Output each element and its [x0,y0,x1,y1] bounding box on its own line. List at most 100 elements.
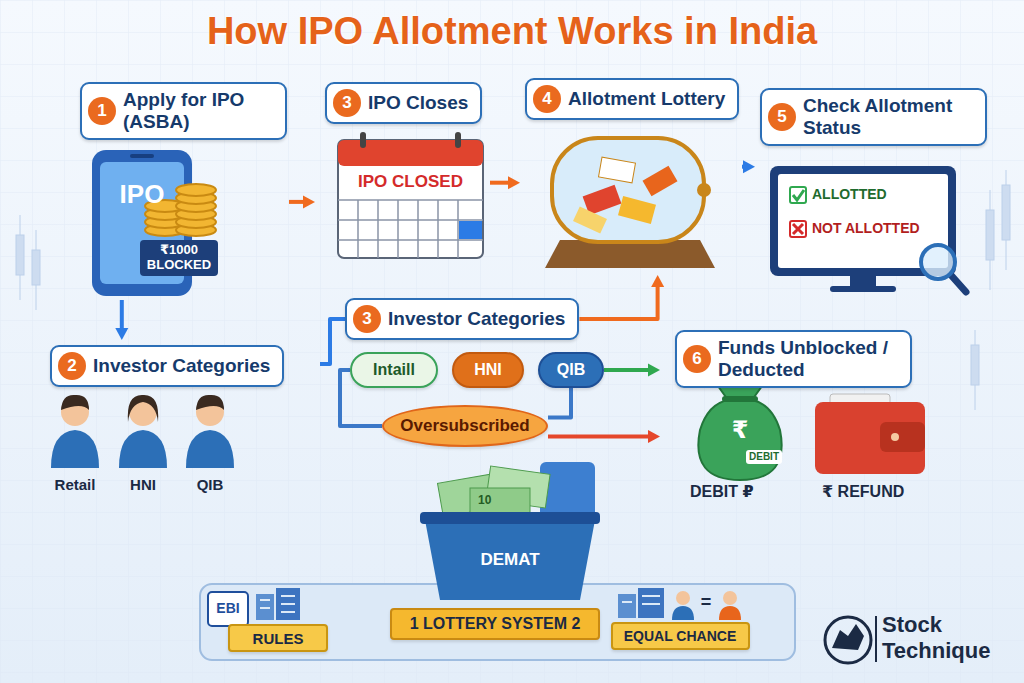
investor-people [186,430,234,468]
monitor [950,274,966,292]
diagram-label: Technique [882,638,990,663]
arrowhead [303,195,315,208]
diagram-label: ₹ REFUND [822,483,904,501]
step-header: 6Funds Unblocked / Deducted [675,330,912,388]
diagram-label: ₹1000 BLOCKED [140,240,218,276]
arrowhead [115,328,128,340]
connector-line [548,435,650,439]
connector [548,388,571,418]
calendar [455,132,461,148]
step-title: Check Allotment Status [803,95,973,139]
candlesticks [986,210,994,260]
info-panel [676,591,690,605]
diagram-label: NOT ALLOTTED [812,220,920,236]
lottery-drum [552,138,704,242]
arrowhead [743,160,755,173]
connector [604,364,660,377]
diagram-label: ₹ [728,416,752,444]
money-bag [698,386,781,480]
connector [579,275,664,319]
step-title: Allotment Lottery [568,88,725,110]
demat-basket [420,512,600,524]
diagram-label: DEBIT ₽ [690,483,754,501]
investor-people [51,395,234,468]
info-panel [618,594,636,618]
connector [742,160,755,173]
shape-text: RULES [253,630,304,647]
diagram-label: DEMAT [460,550,560,570]
brand-logo [825,616,876,663]
category-pill: EQUAL CHANCE [611,622,750,650]
wallet [880,422,925,452]
candlesticks [971,345,979,385]
diagram-label: EBI [210,600,246,616]
info-panel [672,606,694,620]
diagram-label: Retail [45,476,105,493]
diagram-label: IPO CLOSED [340,172,481,192]
shape-text: EQUAL CHANCE [624,628,737,644]
monitor [921,245,955,279]
investor-people [128,395,158,422]
category-header: 3 Investor Categories [345,298,579,340]
shape-text: QIB [557,361,585,379]
arrowhead [648,364,660,377]
info-panel [208,592,248,626]
step-title: IPO Closes [368,92,468,114]
diagram-label: = [698,592,714,613]
category-pill: HNI [452,352,524,388]
lottery-drum [643,166,678,197]
wallet [891,433,899,441]
step-number: 3 [353,305,381,333]
step-header: 3 IPO Closes [325,82,482,124]
info-panel [719,606,741,620]
candlesticks [32,250,40,285]
monitor [793,224,803,234]
category-pill: Intaill [350,352,438,388]
connector-line [579,285,657,319]
diagram-title: How IPO Allotment Works in India [0,10,1024,53]
step-title: Funds Unblocked / Deducted [718,337,898,381]
shape-text: HNI [474,361,502,379]
monitor [770,166,966,292]
shape-text: 1 LOTTERY SYSTEM 2 [410,615,581,633]
step-number: 1 [88,97,116,125]
step-number: 2 [58,352,86,380]
category-pill: 1 LOTTERY SYSTEM 2 [390,608,600,640]
diagram-label: DEBIT [746,450,782,464]
money-bag [698,386,781,480]
monitor [790,221,806,237]
coins [176,184,216,196]
diagram-label: Stock [882,612,942,637]
lottery-drum [573,206,607,233]
step-number: 3 [333,89,361,117]
calendar [338,200,483,258]
connector-line [490,181,510,185]
candlesticks [1002,185,1010,240]
diagram-label: 10 [478,494,491,508]
step-header: 2Investor Categories [50,345,284,387]
info-panel [622,596,660,604]
step-title: Apply for IPO (ASBA) [123,89,273,133]
demat-basket [425,520,595,600]
lottery-drum [599,157,636,183]
step-region: 4Allotment Lottery [520,78,742,275]
step-title: Investor Categories [388,308,565,330]
connector-line [289,200,305,204]
info-panel [260,596,295,612]
category-pill: RULES [228,624,328,652]
money-bag [722,396,758,402]
connector-line [604,368,650,372]
monitor [830,286,896,292]
calendar [459,221,482,239]
brand-logo [825,617,871,663]
brand-logo [875,616,877,662]
calendar [338,132,483,258]
diagram-label: IPO [100,180,184,210]
lottery-drum [697,183,711,197]
step-header: 5Check Allotment Status [760,88,987,146]
phone [130,154,154,158]
connector [115,300,128,340]
